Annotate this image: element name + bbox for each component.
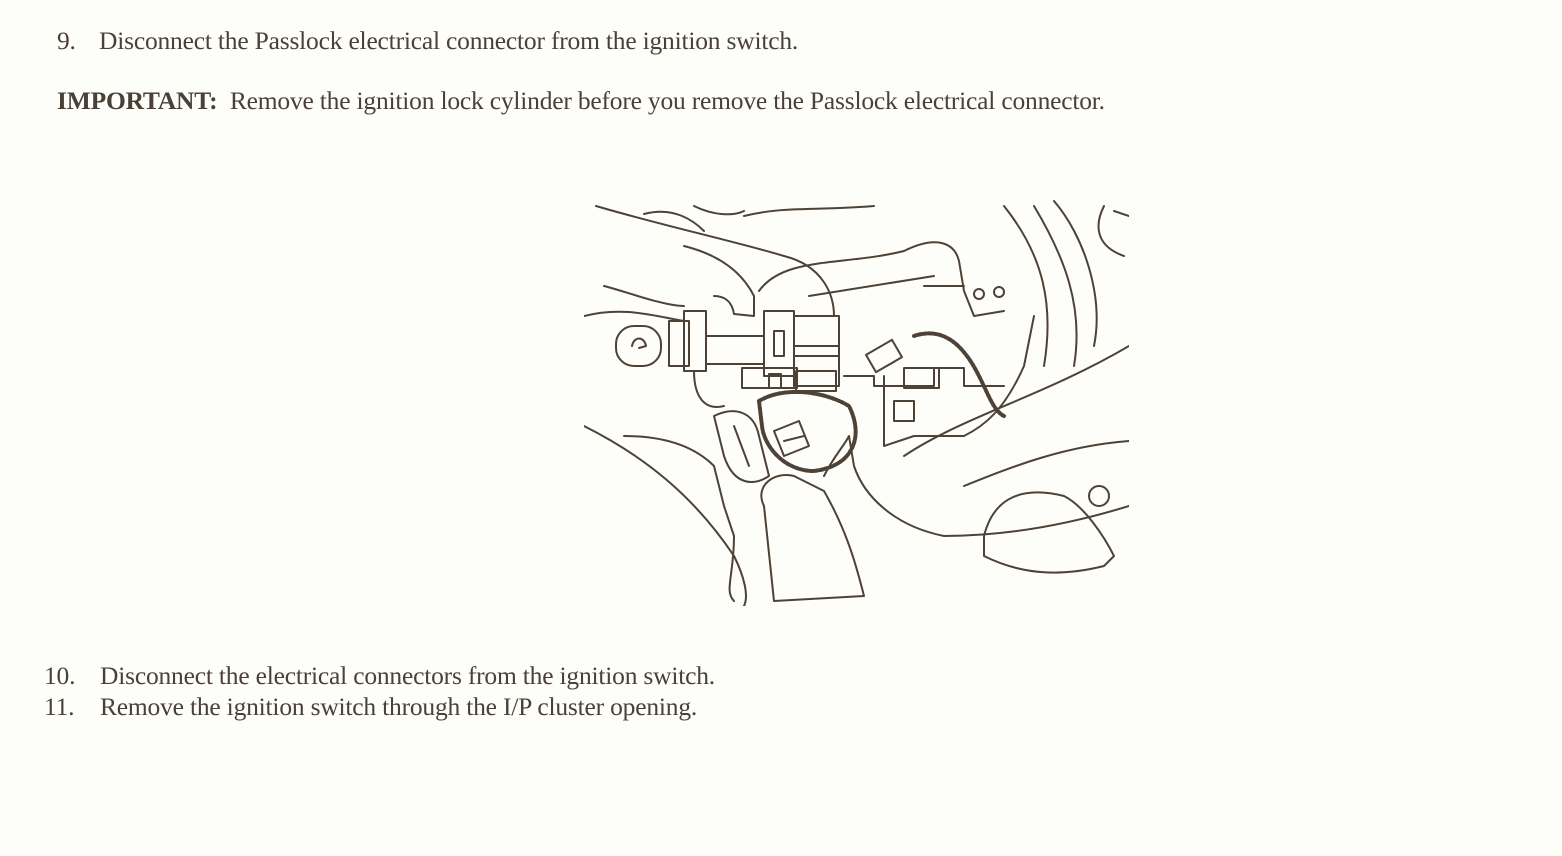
step-number: 9. — [57, 26, 76, 55]
step-text: Disconnect the Passlock electrical conne… — [99, 26, 799, 55]
step-10: 10. Disconnect the electrical connectors … — [44, 661, 715, 691]
step-9: 9. Disconnect the Passlock electrical con… — [57, 26, 798, 56]
important-note: IMPORTANT: Remove the ignition lock cyli… — [57, 86, 1105, 116]
important-text: Remove the ignition lock cylinder before… — [229, 86, 1105, 115]
ignition-switch-illustration — [584, 200, 1129, 606]
step-number: 11. — [44, 692, 75, 721]
step-11: 11. Remove the ignition switch through th… — [44, 692, 697, 722]
step-text: Remove the ignition switch through the I… — [100, 692, 698, 721]
important-label: IMPORTANT: — [57, 86, 218, 115]
step-text: Disconnect the electrical connectors fro… — [100, 661, 715, 690]
step-number: 10. — [44, 661, 76, 690]
